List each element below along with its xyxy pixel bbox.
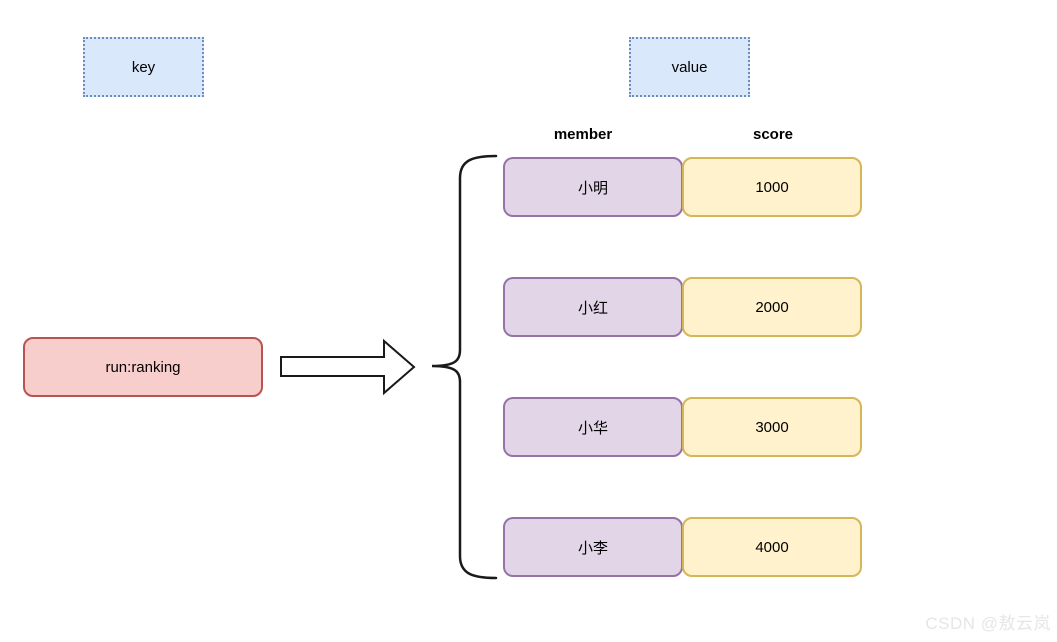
member-column-header: member (553, 126, 613, 143)
entry-row: 小红 2000 (503, 277, 862, 337)
value-label-box: value (629, 37, 750, 97)
score-cell: 4000 (682, 517, 862, 577)
entry-row: 小明 1000 (503, 157, 862, 217)
member-cell: 小明 (503, 157, 683, 217)
entry-row: 小华 3000 (503, 397, 862, 457)
score-cell: 2000 (682, 277, 862, 337)
key-node-label: run:ranking (105, 358, 181, 376)
member-cell: 小李 (503, 517, 683, 577)
block-arrow-right-icon (280, 338, 416, 396)
key-label-box: key (83, 37, 204, 97)
score-cell: 3000 (682, 397, 862, 457)
key-node-box: run:ranking (23, 337, 263, 397)
curly-brace-left-icon (431, 154, 498, 580)
entry-row: 小李 4000 (503, 517, 862, 577)
key-label: key (131, 58, 156, 76)
value-label: value (671, 58, 708, 76)
watermark-text: CSDN @敖云岚 (925, 614, 1051, 633)
score-cell: 1000 (682, 157, 862, 217)
member-cell: 小华 (503, 397, 683, 457)
score-column-header: score (752, 126, 794, 143)
member-cell: 小红 (503, 277, 683, 337)
